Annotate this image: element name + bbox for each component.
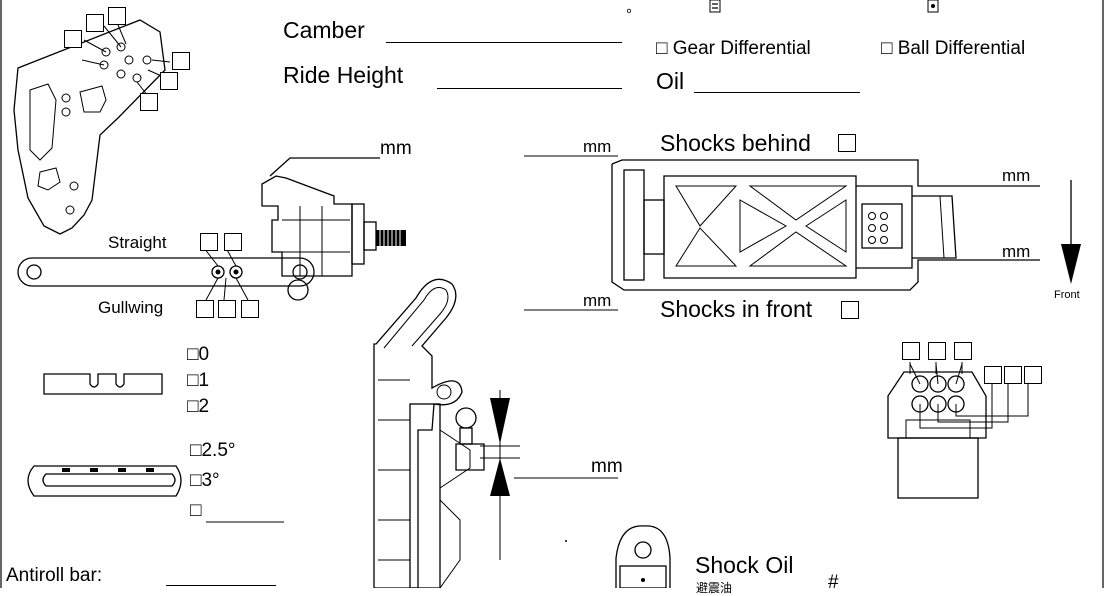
shock-position-checkbox[interactable] (1024, 366, 1042, 384)
diff-oil-label: Oil (656, 68, 685, 94)
shock-position-checkbox[interactable] (902, 342, 920, 360)
angle-option[interactable]: □2.5° (190, 440, 236, 461)
shocks-behind-checkbox[interactable] (838, 134, 856, 152)
shocks-front-label: Shocks in front (660, 296, 813, 322)
camber-hole-checkbox[interactable] (108, 7, 126, 25)
camber-field[interactable] (386, 42, 622, 43)
straight-checkbox[interactable] (224, 233, 242, 251)
ballstud-mm-label: mm (591, 456, 623, 477)
shocks-behind-label: Shocks behind (660, 130, 811, 156)
gullwing-checkbox[interactable] (218, 300, 236, 318)
spacer-option[interactable]: □2 (187, 396, 210, 417)
camber-plate-drawing (13, 19, 171, 235)
shock-position-checkbox[interactable] (954, 342, 972, 360)
arm-mm-right-bottom: mm (1002, 242, 1031, 261)
upright-mm-label: mm (380, 138, 412, 159)
spacer-drawing (43, 373, 163, 395)
shocks-front-checkbox[interactable] (841, 301, 859, 319)
camber-hole-checkbox[interactable] (86, 14, 104, 32)
angle-option[interactable]: □3° (190, 470, 220, 491)
shock-position-checkbox[interactable] (1004, 366, 1022, 384)
gullwing-label: Gullwing (98, 298, 164, 317)
hub-side-drawing (373, 278, 618, 588)
camber-unit: ° (626, 6, 632, 23)
gullwing-checkbox[interactable] (196, 300, 214, 318)
shock-oil-hash: # (828, 572, 839, 593)
camber-label: Camber (283, 17, 365, 43)
ball-diff-option[interactable]: □ Ball Differential (881, 38, 1026, 59)
shock-oil-label: Shock Oil (695, 552, 794, 578)
antiroll-field[interactable] (166, 585, 276, 586)
shock-block-drawing (887, 362, 1029, 499)
camber-hole-checkbox[interactable] (172, 52, 190, 70)
spacer-option[interactable]: □0 (187, 344, 210, 365)
link-bar-drawing (17, 247, 315, 301)
lower-arm-drawing (524, 155, 1081, 311)
shock-position-checkbox[interactable] (928, 342, 946, 360)
straight-label: Straight (108, 233, 167, 252)
upright-drawing (261, 157, 406, 277)
spacer-option[interactable]: □1 (187, 370, 210, 391)
arm-mm-bottom: mm (583, 291, 612, 310)
antiroll-label: Antiroll bar: (6, 565, 103, 586)
gullwing-checkbox[interactable] (241, 300, 259, 318)
camber-hole-checkbox[interactable] (140, 93, 158, 111)
ride-height-field[interactable] (437, 88, 622, 89)
camber-hole-checkbox[interactable] (160, 72, 178, 90)
camber-hole-checkbox[interactable] (64, 30, 82, 48)
straight-checkbox[interactable] (200, 233, 218, 251)
angle-option[interactable]: □ (190, 500, 202, 521)
gear-diff-option[interactable]: □ Gear Differential (656, 38, 811, 59)
ride-height-label: Ride Height (283, 62, 404, 88)
diff-icons-drawing (709, 0, 939, 13)
shock-position-checkbox[interactable] (984, 366, 1002, 384)
arm-mm-top: mm (583, 137, 612, 156)
front-direction-label: Front (1054, 289, 1080, 301)
antiroll-plate-drawing (27, 465, 182, 497)
arm-mm-right-top: mm (1002, 166, 1031, 185)
shock-cap-drawing (615, 525, 671, 588)
diff-oil-field[interactable] (694, 92, 860, 93)
